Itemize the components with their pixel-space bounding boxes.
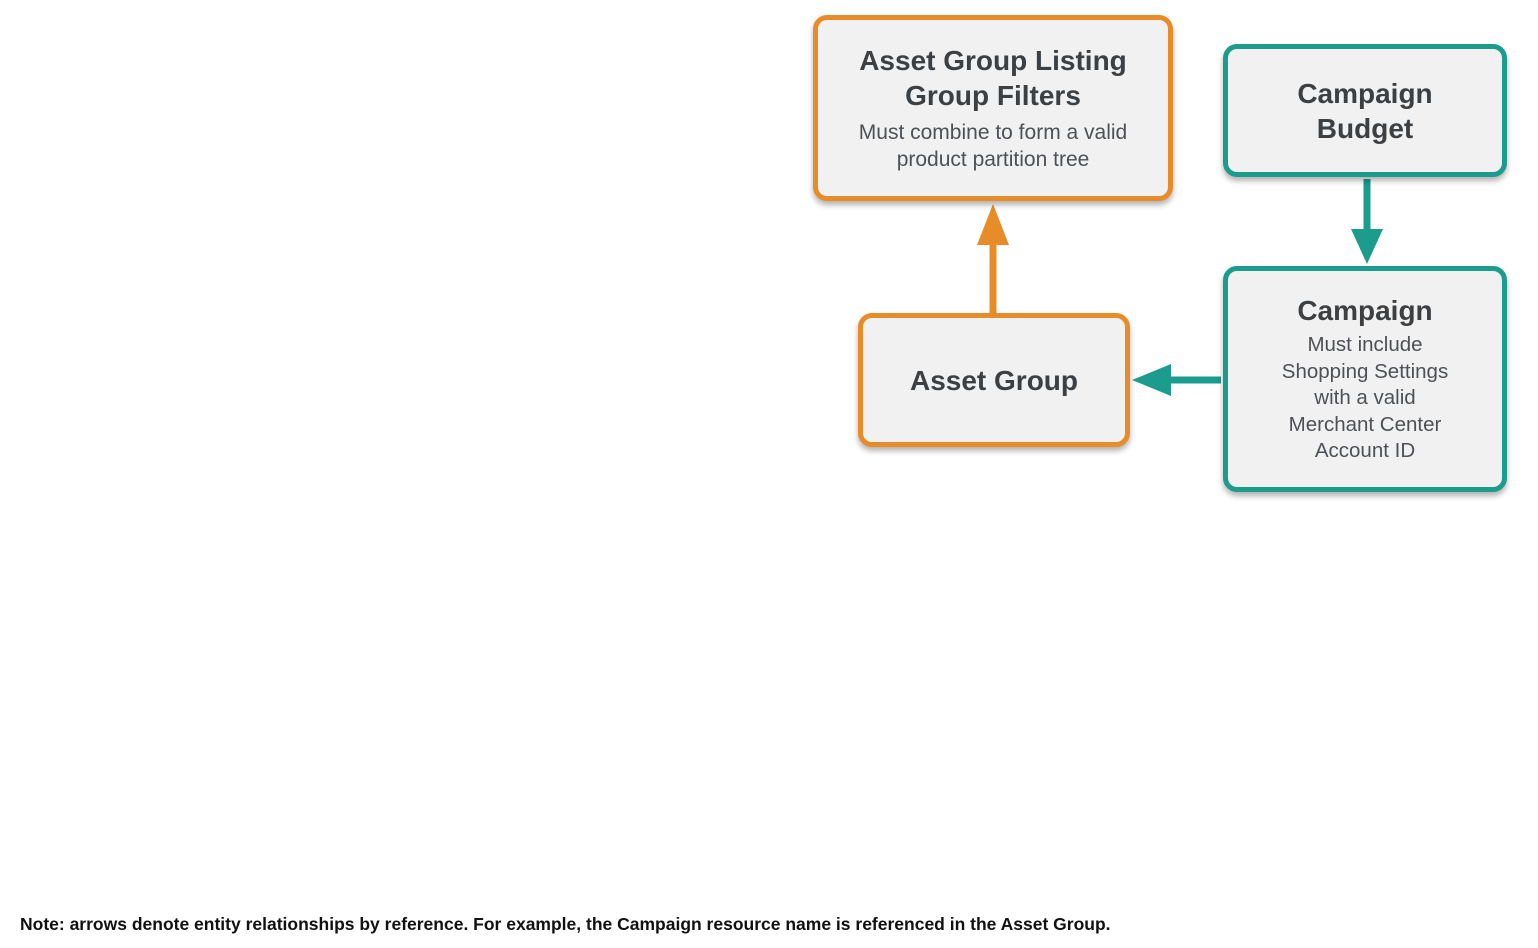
node-title: Campaign Budget	[1297, 77, 1433, 144]
node-campaign: Campaign Must include Shopping Settings …	[1223, 266, 1507, 492]
node-subtitle: Must combine to form a valid product par…	[858, 120, 1128, 171]
arrow-campaign-budget-to-campaign	[1351, 179, 1383, 264]
arrow-campaign-to-asset-group	[1132, 364, 1221, 396]
node-subtitle: Must include Shopping Settings with a va…	[1281, 332, 1449, 463]
node-asset-group-listing-group-filters: Asset Group Listing Group Filters Must c…	[813, 15, 1173, 201]
node-title: Campaign	[1297, 294, 1433, 326]
node-campaign-budget: Campaign Budget	[1223, 44, 1507, 177]
node-asset-group: Asset Group	[858, 313, 1130, 447]
diagram-note: Note: arrows denote entity relationships…	[20, 914, 1111, 934]
node-title: Asset Group	[909, 364, 1079, 396]
node-title: Asset Group Listing Group Filters	[859, 44, 1127, 111]
arrow-asset-group-to-filters	[977, 204, 1009, 313]
